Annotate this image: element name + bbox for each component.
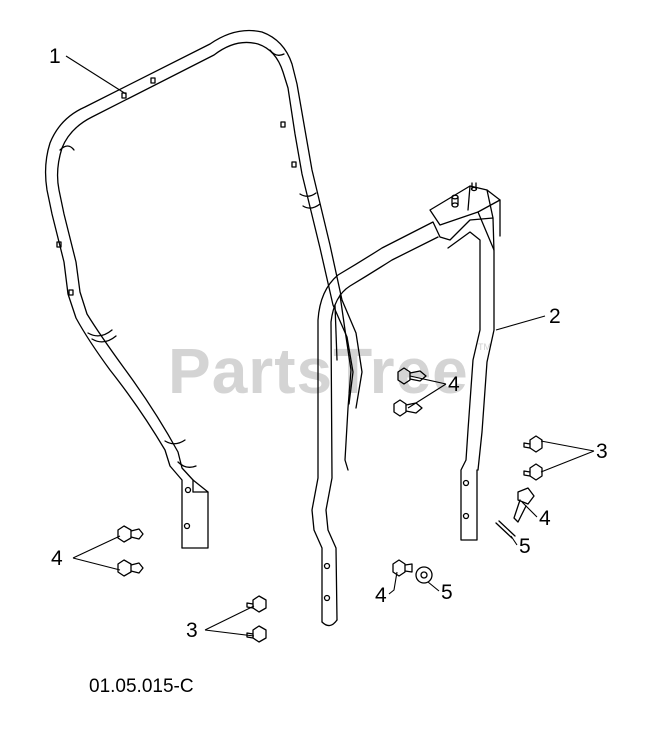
watermark-trademark: TM [478,342,491,352]
callout-1: 1 [49,45,61,68]
roll-bar-lower-frame [311,182,501,627]
leader-lines [65,55,595,637]
callout-4-right: 4 [539,507,551,530]
bolt-right [513,487,535,523]
callout-3-right: 3 [596,440,608,463]
callout-5-center: 5 [441,581,453,604]
bolt-upper-b [393,399,423,417]
nut-right-b [523,463,543,481]
nut-left-b [246,625,267,643]
bolt-left-a [117,525,144,543]
bolt-upper-a [397,367,427,385]
callout-4-left: 4 [51,547,63,570]
callout-4-upper: 4 [448,373,460,396]
cotter-pin-right [495,520,516,539]
callout-2: 2 [549,305,561,328]
callout-3-left: 3 [186,619,198,642]
callout-4-center: 4 [375,584,387,607]
bolt-left-b [117,559,144,577]
nut-right-a [523,435,543,453]
callout-labels: 1 2 4 3 4 5 4 4 5 3 [49,45,608,642]
washer-center [415,566,433,584]
nut-left-a [246,595,267,613]
watermark: PartsTree TM [168,335,491,407]
drawing-number: 01.05.015-C [89,676,194,697]
bolt-center [392,559,413,577]
roll-bar-upper-hoop [44,29,363,549]
callout-5-right: 5 [519,535,531,558]
